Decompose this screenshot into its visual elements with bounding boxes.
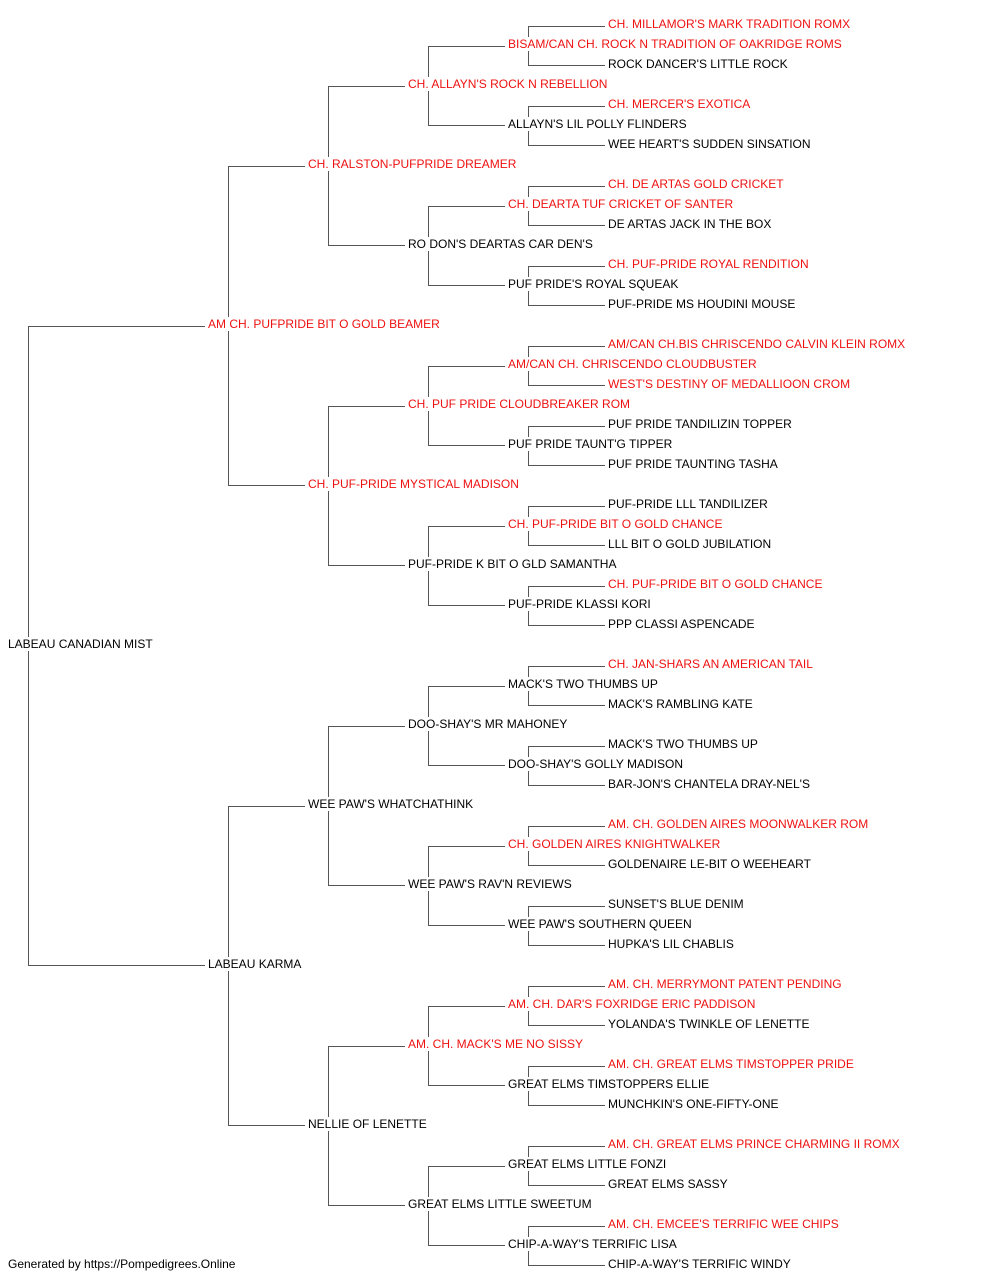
ancestor-name: AM. CH. GREAT ELMS PRINCE CHARMING II RO… — [608, 1137, 901, 1151]
footer-credit: Generated by https://Pompedigrees.Online — [8, 1257, 236, 1271]
ancestor-name: WEE PAW'S SOUTHERN QUEEN — [508, 917, 693, 931]
ancestor-name: CH. ALLAYN'S ROCK N REBELLION — [408, 77, 609, 91]
ancestor-name: MACK'S TWO THUMBS UP — [508, 677, 659, 691]
ancestor-name: BAR-JON'S CHANTELA DRAY-NEL'S — [608, 777, 811, 791]
ancestor-name: ROCK DANCER'S LITTLE ROCK — [608, 57, 789, 71]
ancestor-name: AM. CH. DAR'S FOXRIDGE ERIC PADDISON — [508, 997, 757, 1011]
ancestor-name: PUF PRIDE'S ROYAL SQUEAK — [508, 277, 680, 291]
ancestor-name: LLL BIT O GOLD JUBILATION — [608, 537, 773, 551]
ancestor-name: CH. MERCER'S EXOTICA — [608, 97, 752, 111]
ancestor-name: CH. PUF PRIDE CLOUDBREAKER ROM — [408, 397, 632, 411]
ancestor-name: HUPKA'S LIL CHABLIS — [608, 937, 735, 951]
ancestor-name: GREAT ELMS LITTLE FONZI — [508, 1157, 668, 1171]
ancestor-name: PUF-PRIDE K BIT O GLD SAMANTHA — [408, 557, 618, 571]
ancestor-name: PUF PRIDE TAUNTING TASHA — [608, 457, 779, 471]
ancestor-name: CH. PUF-PRIDE BIT O GOLD CHANCE — [508, 517, 724, 531]
ancestor-name: LABEAU KARMA — [208, 957, 303, 971]
ancestor-name: WEE PAW'S RAV'N REVIEWS — [408, 877, 573, 891]
ancestor-name: MUNCHKIN'S ONE-FIFTY-ONE — [608, 1097, 780, 1111]
ancestor-name: DOO-SHAY'S GOLLY MADISON — [508, 757, 684, 771]
ancestor-name: GREAT ELMS TIMSTOPPERS ELLIE — [508, 1077, 711, 1091]
ancestor-name: ALLAYN'S LIL POLLY FLINDERS — [508, 117, 688, 131]
ancestor-name: CH. JAN-SHARS AN AMERICAN TAIL — [608, 657, 814, 671]
ancestor-name: CH. PUF-PRIDE MYSTICAL MADISON — [308, 477, 520, 491]
ancestor-name: WEST'S DESTINY OF MEDALLIOON CROM — [608, 377, 852, 391]
ancestor-name: PUF PRIDE TAUNT'G TIPPER — [508, 437, 674, 451]
ancestor-name: AM. CH. EMCEE'S TERRIFIC WEE CHIPS — [608, 1217, 840, 1231]
ancestor-name: PUF-PRIDE LLL TANDILIZER — [608, 497, 769, 511]
ancestor-name: BISAM/CAN CH. ROCK N TRADITION OF OAKRID… — [508, 37, 843, 51]
ancestor-name: SUNSET'S BLUE DENIM — [608, 897, 745, 911]
ancestor-name: AM. CH. GREAT ELMS TIMSTOPPER PRIDE — [608, 1057, 855, 1071]
ancestor-name: CHIP-A-WAY'S TERRIFIC LISA — [508, 1237, 678, 1251]
ancestor-name: CH. DEARTA TUF CRICKET OF SANTER — [508, 197, 735, 211]
ancestor-name: PUF PRIDE TANDILIZIN TOPPER — [608, 417, 793, 431]
ancestor-name: CH. PUF-PRIDE ROYAL RENDITION — [608, 257, 810, 271]
ancestor-name: CH. GOLDEN AIRES KNIGHTWALKER — [508, 837, 722, 851]
ancestor-name: RO DON'S DEARTAS CAR DEN'S — [408, 237, 594, 251]
ancestor-name: AM. CH. MERRYMONT PATENT PENDING — [608, 977, 843, 991]
ancestor-name: GREAT ELMS SASSY — [608, 1177, 729, 1191]
ancestor-name: AM/CAN CH. CHRISCENDO CLOUDBUSTER — [508, 357, 758, 371]
ancestor-name: PUF-PRIDE KLASSI KORI — [508, 597, 652, 611]
ancestor-name: CH. RALSTON-PUFPRIDE DREAMER — [308, 157, 518, 171]
ancestor-name: CHIP-A-WAY'S TERRIFIC WINDY — [608, 1257, 792, 1271]
ancestor-name: AM. CH. MACK'S ME NO SISSY — [408, 1037, 584, 1051]
ancestor-name: PUF-PRIDE MS HOUDINI MOUSE — [608, 297, 797, 311]
ancestor-name: PPP CLASSI ASPENCADE — [608, 617, 756, 631]
ancestor-name: AM CH. PUFPRIDE BIT O GOLD BEAMER — [208, 317, 441, 331]
ancestor-name: GREAT ELMS LITTLE SWEETUM — [408, 1197, 593, 1211]
subject-dog-name: LABEAU CANADIAN MIST — [8, 637, 154, 651]
ancestor-name: YOLANDA'S TWINKLE OF LENETTE — [608, 1017, 811, 1031]
ancestor-name: DE ARTAS JACK IN THE BOX — [608, 217, 773, 231]
ancestor-name: CH. DE ARTAS GOLD CRICKET — [608, 177, 785, 191]
ancestor-name: WEE HEART'S SUDDEN SINSATION — [608, 137, 812, 151]
ancestor-name: MACK'S RAMBLING KATE — [608, 697, 754, 711]
ancestor-name: NELLIE OF LENETTE — [308, 1117, 428, 1131]
ancestor-name: MACK'S TWO THUMBS UP — [608, 737, 759, 751]
ancestor-name: GOLDENAIRE LE-BIT O WEEHEART — [608, 857, 812, 871]
ancestor-name: WEE PAW'S WHATCHATHINK — [308, 797, 475, 811]
ancestor-name: CH. PUF-PRIDE BIT O GOLD CHANCE — [608, 577, 824, 591]
ancestor-name: DOO-SHAY'S MR MAHONEY — [408, 717, 569, 731]
ancestor-name: AM. CH. GOLDEN AIRES MOONWALKER ROM — [608, 817, 870, 831]
ancestor-name: AM/CAN CH.BIS CHRISCENDO CALVIN KLEIN RO… — [608, 337, 907, 351]
ancestor-name: CH. MILLAMOR'S MARK TRADITION ROMX — [608, 17, 852, 31]
